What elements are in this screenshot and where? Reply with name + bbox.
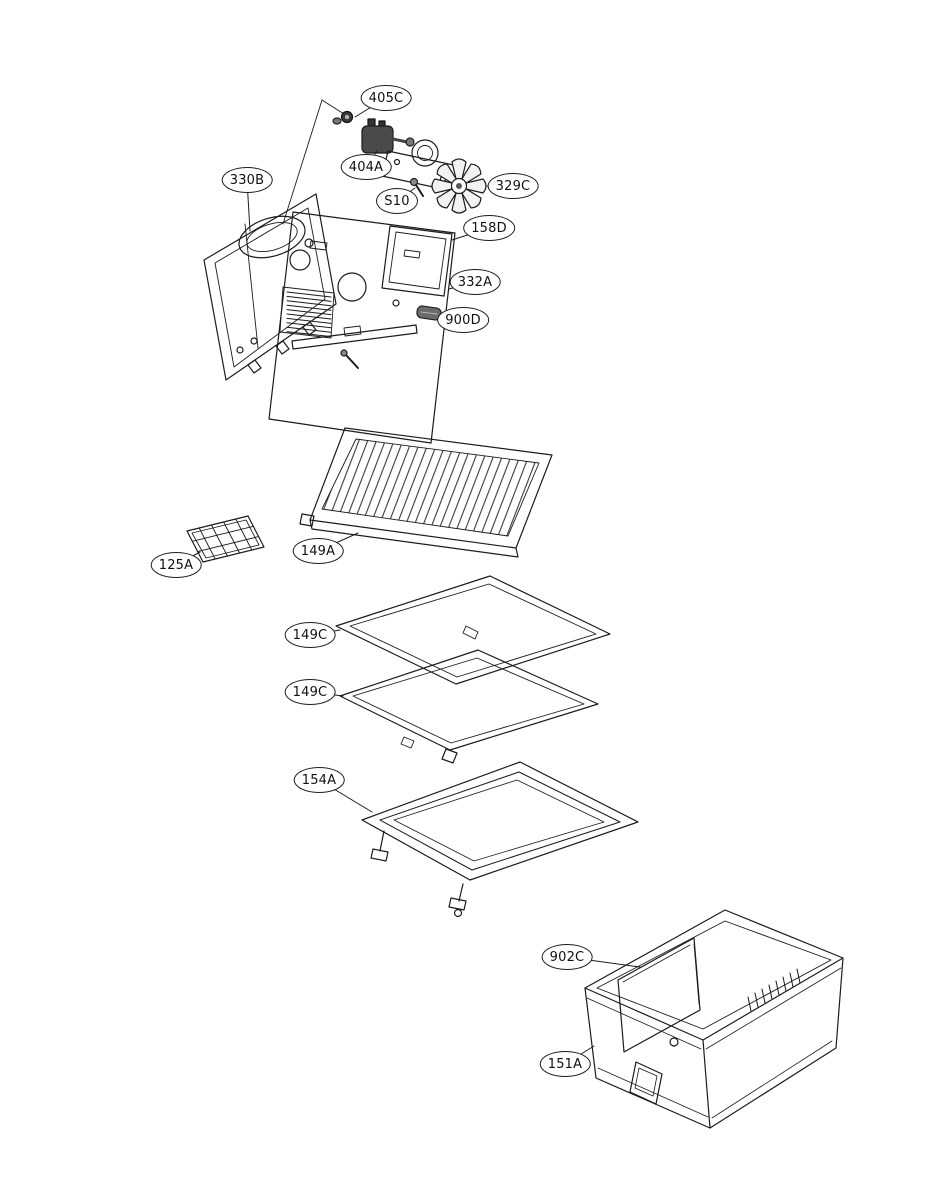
part-404a-fan-motor <box>361 118 415 154</box>
part-149a-grille-shelf <box>299 427 553 558</box>
callout-154a: 154A <box>293 767 345 793</box>
part-405c-nut <box>332 110 354 125</box>
callout-149a: 149A <box>292 538 344 564</box>
part-330b-panel <box>203 193 337 381</box>
callout-330b: 330B <box>221 167 273 193</box>
part-329c-fan-blade <box>431 158 487 214</box>
callout-329c: 329C <box>487 173 539 199</box>
callout-900d: 900D <box>437 307 489 333</box>
part-s10-screw <box>409 177 424 197</box>
part-158d-cover <box>381 225 453 297</box>
part-151a-drawer <box>584 909 844 1129</box>
callout-158d: 158D <box>463 215 515 241</box>
callout-332a: 332A <box>449 269 501 295</box>
part-154a-shelf <box>361 761 639 918</box>
callout-404a: 404A <box>340 154 392 180</box>
assembly-axis-lines <box>282 99 345 225</box>
callout-s10: S10 <box>376 188 418 214</box>
part-902c-divider <box>617 937 701 1053</box>
callout-leader-lines <box>175 97 641 1065</box>
callout-902c: 902C <box>541 944 593 970</box>
callout-125a: 125A <box>150 552 202 578</box>
part-332a-cover <box>268 211 456 444</box>
callout-405c: 405C <box>360 85 412 111</box>
part-149c-shelf-lower <box>339 649 599 764</box>
callout-149c-upper: 149C <box>284 622 336 648</box>
callout-149c-lower: 149C <box>284 679 336 705</box>
part-125a-tray <box>186 515 265 563</box>
callout-151a: 151A <box>539 1051 591 1077</box>
part-149c-shelf-upper <box>335 575 611 685</box>
